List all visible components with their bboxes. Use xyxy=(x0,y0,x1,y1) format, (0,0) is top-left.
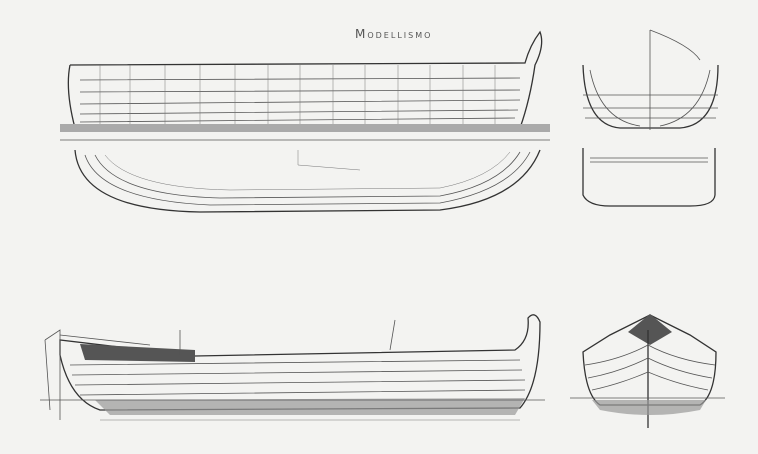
outboard-profile xyxy=(40,314,545,421)
sheer-plan xyxy=(60,30,550,141)
half-breadth-plan xyxy=(74,149,541,213)
plan-title: Modellismo xyxy=(355,27,433,41)
body-plan xyxy=(582,29,719,207)
bow-view xyxy=(570,314,725,428)
